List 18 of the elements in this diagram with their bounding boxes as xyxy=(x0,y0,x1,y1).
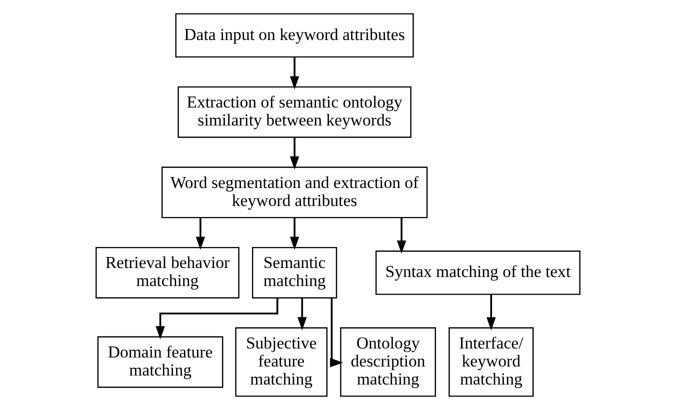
node-box: Word segmentation and extraction of keyword attributes xyxy=(161,166,428,218)
node-box: Subjective feature matching xyxy=(235,326,328,396)
node-box: Semantic matching xyxy=(252,246,338,298)
arrow xyxy=(396,217,406,254)
node-box: Data input on keyword attributes xyxy=(175,12,414,58)
node-box: Retrieval behavior matching xyxy=(96,246,240,298)
node-box: Domain feature matching xyxy=(97,336,224,388)
arrow xyxy=(290,217,300,250)
arrow xyxy=(290,56,300,89)
node-box: Extraction of semantic ontology similarity between keywords xyxy=(178,86,412,138)
arrow xyxy=(290,137,300,170)
arrow xyxy=(486,294,496,330)
arrow xyxy=(298,298,307,330)
node-box: Interface/ keyword matching xyxy=(448,326,534,396)
arrow xyxy=(330,298,344,367)
arrow xyxy=(196,217,206,250)
node-box: Ontology description matching xyxy=(340,326,436,396)
node-box: Syntax matching of the text xyxy=(375,250,580,294)
